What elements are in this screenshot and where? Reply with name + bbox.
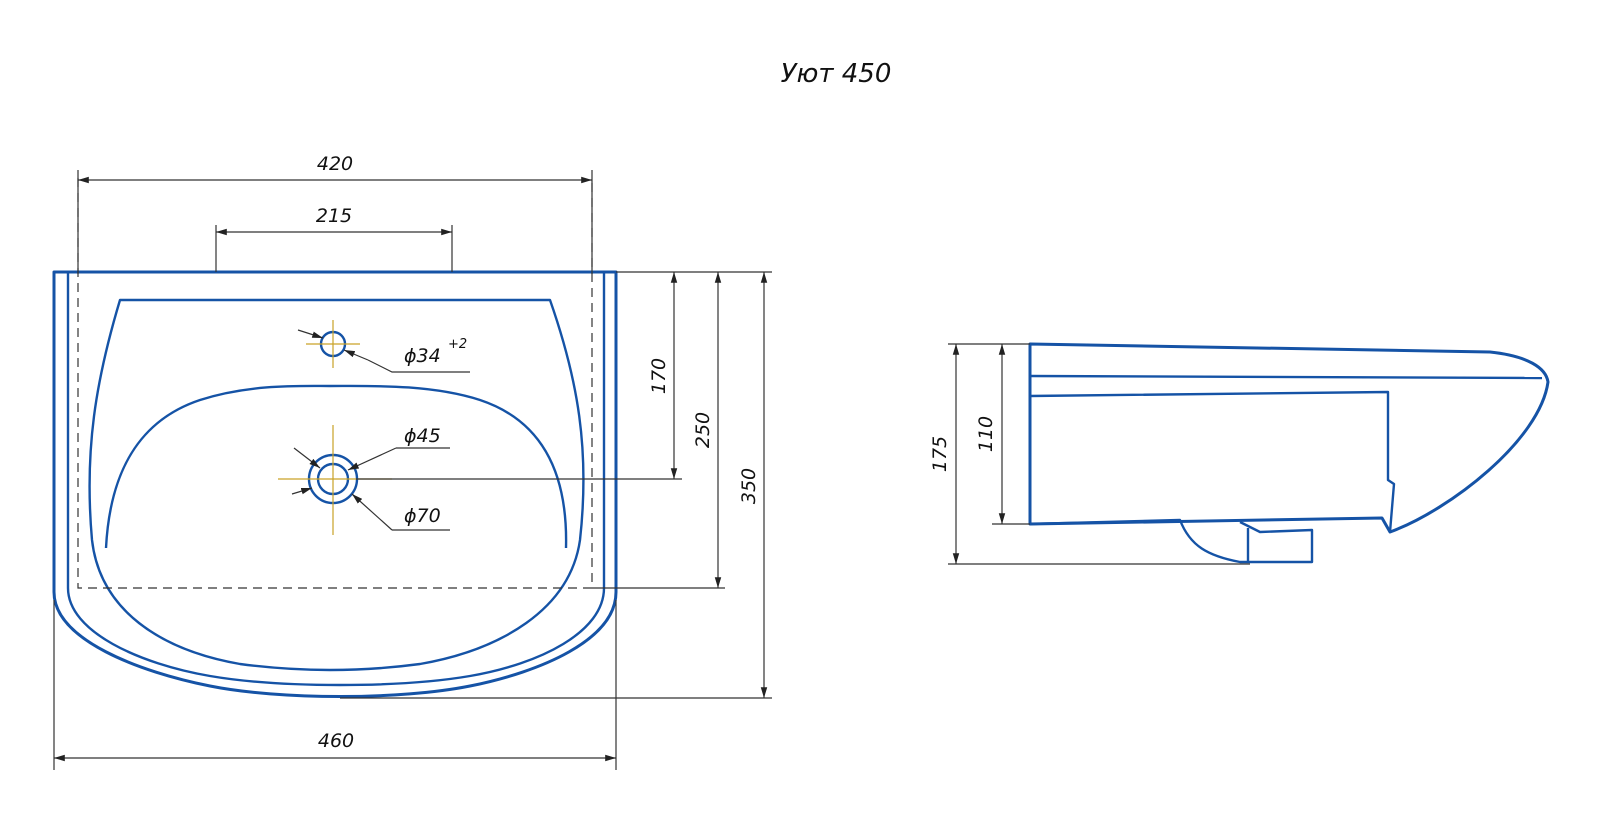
callout-70-arrow-right — [351, 493, 393, 531]
dim-420-label: 420 — [317, 153, 353, 175]
callout-34-tolerance: +2 — [448, 337, 467, 352]
dim-215-label: 215 — [316, 205, 352, 227]
dim-350-label: 350 — [738, 468, 760, 504]
side-outline — [1028, 342, 1550, 534]
callout-70-arrow-left — [291, 487, 313, 495]
callout-45-label: ϕ45 — [404, 425, 441, 447]
front-view: 420 215 460 170 250 350 ϕ34 +2 ϕ45 — [52, 153, 772, 770]
drawing-title: Уют 450 — [781, 59, 892, 89]
side-drain-outlet — [1029, 518, 1314, 564]
dim-170-label: 170 — [648, 358, 670, 394]
callout-45-arrow-right — [347, 447, 397, 471]
drain-center-mark — [278, 425, 392, 535]
wall-line-dashed — [77, 178, 593, 589]
dim-110-label: 110 — [975, 416, 997, 452]
dim-250-label: 250 — [692, 412, 714, 448]
callout-34-label: ϕ34 — [404, 345, 441, 367]
dim-460-extension-lines — [53, 600, 617, 770]
callout-45-arrow-left — [293, 447, 321, 469]
basin-rim-inner-line — [66, 272, 606, 687]
basin-deck-outline — [88, 298, 585, 672]
side-rim-line — [1029, 374, 1543, 380]
callout-34-arrow-right — [343, 349, 369, 361]
dim-175-label: 175 — [929, 436, 951, 472]
callout-34-arrow-left — [297, 329, 324, 339]
tap-hole-center-mark — [306, 320, 360, 368]
callout-34-leader — [367, 359, 470, 373]
side-bowl-wall — [1029, 390, 1396, 533]
dim-420-extension-lines — [77, 170, 593, 274]
side-view: 175 110 — [929, 342, 1550, 565]
bowl-inner-outline — [104, 384, 568, 549]
dim-460-label: 460 — [318, 730, 354, 752]
basin-outer-outline — [52, 270, 618, 698]
callout-70-label: ϕ70 — [404, 505, 441, 527]
